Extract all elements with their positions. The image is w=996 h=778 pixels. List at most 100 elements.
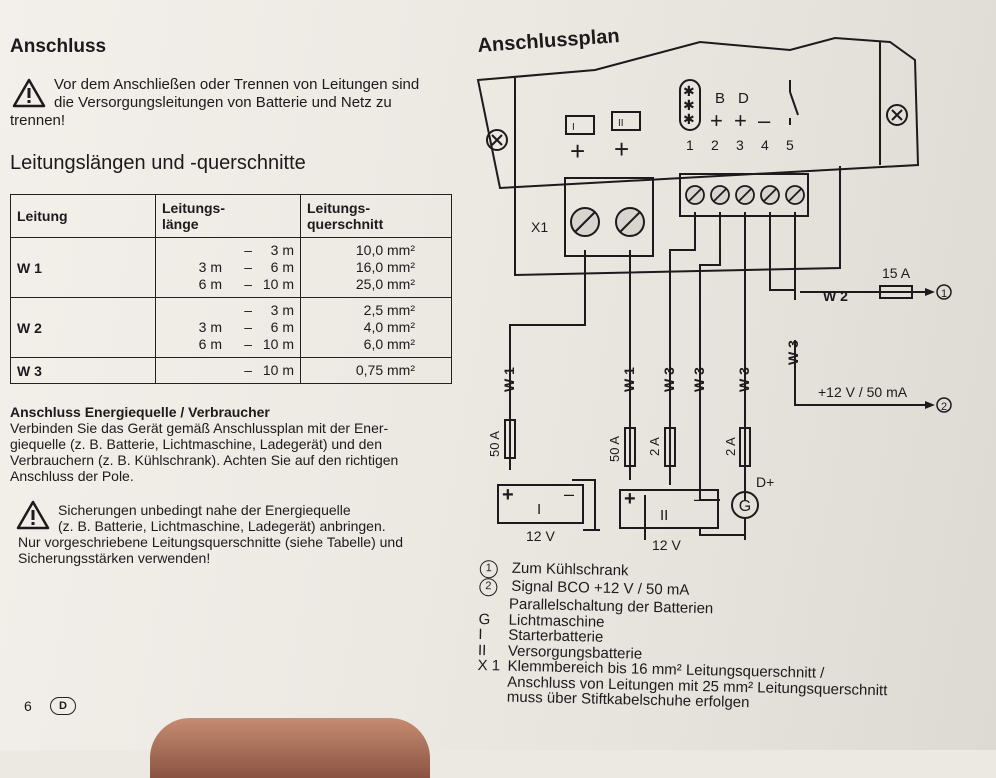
cable-name: W 2 xyxy=(10,297,156,358)
table-header: Leitungs- querschnitt xyxy=(300,194,452,238)
screw-slot xyxy=(574,211,596,233)
warning-triangle-icon xyxy=(12,78,46,108)
diagram-title: Anschlussplan xyxy=(477,25,620,57)
length-from: 3 m xyxy=(198,319,222,335)
device-housing xyxy=(476,36,920,190)
warning-text-line: die Versorgungsleitungen von Batterie un… xyxy=(54,94,392,111)
fuse-50a-label: 50 A xyxy=(607,436,622,462)
fuse-15a-label: 15 A xyxy=(882,265,911,281)
cross-section: 4,0 mm² xyxy=(363,319,415,335)
x1-screws xyxy=(570,207,645,237)
mounting-holes xyxy=(486,79,908,151)
led-indicator-icon xyxy=(679,79,701,131)
fuse-50a-1 xyxy=(504,419,516,459)
mount-hole-icon xyxy=(486,129,508,151)
length-to: 10 m xyxy=(262,276,294,292)
plus-sign: + xyxy=(624,488,636,510)
diagram-lines xyxy=(476,36,925,540)
text-line: (z. B. Batterie, Lichtmaschine, Ladegerä… xyxy=(58,518,386,534)
plus-sign: + xyxy=(734,108,747,133)
fuse-2a-label: 2 A xyxy=(647,437,662,456)
output-number: 1 xyxy=(941,288,947,300)
table-header: Leitung xyxy=(10,194,156,238)
warning-text-line: Vor dem Anschließen oder Trennen von Lei… xyxy=(54,76,420,93)
length-to: 10 m xyxy=(262,362,294,378)
w3-label: W 3 xyxy=(736,367,752,392)
fuse-50a-2 xyxy=(624,427,636,467)
table-row: W 2 –3 m 3 m–6 m 6 m–10 m 2,5 mm² 4,0 mm… xyxy=(10,297,452,358)
output-marker-icon xyxy=(936,397,952,413)
battery-voltage: 12 V xyxy=(526,528,555,544)
cross-section: 16,0 mm² xyxy=(355,259,415,275)
table-row: W 1 –3 m 3 m–6 m 6 m–10 m 10,0 mm² 16,0 … xyxy=(10,237,452,298)
text-line: Sicherungsstärken verwenden! xyxy=(18,550,211,566)
terminal-number: 5 xyxy=(786,137,794,153)
plus-sign: + xyxy=(710,108,723,133)
w1-label: W 1 xyxy=(501,367,517,392)
generator-icon xyxy=(731,491,759,519)
warning-text-line: trennen! xyxy=(10,112,66,129)
length-from xyxy=(198,362,222,379)
fuse-15a xyxy=(879,285,913,299)
table-header: Leitungs- länge xyxy=(155,194,301,238)
length-dash: – xyxy=(244,242,252,258)
screw-slot xyxy=(619,211,641,233)
length-dash: – xyxy=(244,259,252,275)
length-from xyxy=(198,302,222,319)
section-cell: 0,75 mm² xyxy=(300,357,452,384)
w3-label: W 3 xyxy=(661,367,677,392)
wiring-diagram: ✱ ✱ ✱ G Anschlussplan B D + + – + + I II… xyxy=(476,25,952,553)
battery-glyph-label: I xyxy=(572,122,575,133)
fuse-2a-label: 2 A xyxy=(723,437,738,456)
wire-w3-batt2 xyxy=(669,212,696,485)
output-number: 2 xyxy=(941,401,947,413)
star-glyph: ✱ xyxy=(683,111,695,127)
plus-sign: + xyxy=(570,136,585,166)
length-dash: – xyxy=(244,276,252,292)
w3-label: W 3 xyxy=(785,340,801,365)
length-from xyxy=(198,242,222,259)
terminal-number: 2 xyxy=(711,137,719,153)
minus-sign: – xyxy=(694,489,704,509)
cable-table: Leitung Leitungs- länge Leitungs- quersc… xyxy=(10,194,452,384)
length-dash: – xyxy=(244,319,252,335)
text-line: giequelle (z. B. Batterie, Lichtmaschine… xyxy=(10,436,383,452)
w3-label: W 3 xyxy=(691,367,707,392)
minus-sign: – xyxy=(758,108,771,133)
legend-key-circled: 1 xyxy=(479,560,498,579)
battery-glyph-label: II xyxy=(618,118,624,129)
plus-sign: + xyxy=(502,484,514,506)
section-heading: Anschluss xyxy=(10,36,107,57)
text-line: Anschluss der Pole. xyxy=(10,468,134,484)
led-stars: ✱ ✱ ✱ xyxy=(683,83,695,127)
length-to: 3 m xyxy=(270,302,294,318)
warning-triangle-icon xyxy=(16,500,50,530)
length-from: 6 m xyxy=(198,336,222,352)
cable-name: W 3 xyxy=(10,357,156,384)
paragraph: Verbinden Sie das Gerät gemäß Anschlussp… xyxy=(10,420,460,484)
x1-label: X1 xyxy=(531,219,548,235)
minus-sign: – xyxy=(564,484,574,504)
length-from: 3 m xyxy=(198,259,222,275)
length-cell: –3 m 3 m–6 m 6 m–10 m xyxy=(155,297,301,358)
cable-name: W 1 xyxy=(10,237,156,298)
wire-signal-out xyxy=(794,340,925,406)
text-line: Verbinden Sie das Gerät gemäß Anschlussp… xyxy=(10,420,389,436)
dplus-label: D+ xyxy=(756,474,774,490)
plus-sign: + xyxy=(614,134,629,164)
terminal-screws xyxy=(685,185,805,205)
section-heading: Anschluss Energiequelle / Verbraucher xyxy=(10,404,270,420)
legend-key: G xyxy=(478,610,491,628)
switch-icon xyxy=(789,80,799,125)
wire-w3-neg xyxy=(699,212,721,501)
x1-block xyxy=(564,177,654,257)
length-dash: – xyxy=(244,302,252,318)
mount-hole-cross xyxy=(491,134,503,146)
table-row: W 3 –10 m 0,75 mm² xyxy=(10,357,452,384)
w2-label: W 2 xyxy=(823,288,848,304)
text-line: Verbrauchern (z. B. Kühlschrank). Achten… xyxy=(10,452,399,468)
fuse-2a-2 xyxy=(739,427,751,467)
language-badge: D xyxy=(50,697,76,715)
cross-section: 10,0 mm² xyxy=(355,242,415,258)
length-to: 6 m xyxy=(270,259,294,275)
